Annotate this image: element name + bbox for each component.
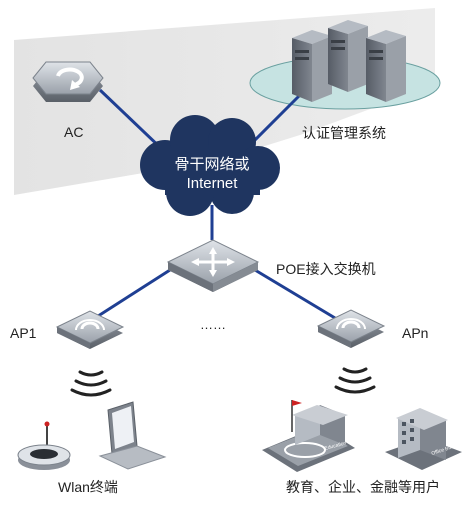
users-label: 教育、企业、金融等用户: [286, 479, 440, 495]
link-poe-apn: [254, 268, 336, 320]
backbone-label-line2: Internet: [186, 175, 238, 192]
laptop-icon: [98, 401, 167, 470]
office-building-icon: Office Building: [385, 408, 463, 470]
auth-system-label: 认证管理系统: [302, 125, 386, 141]
education-sign: Education: [324, 440, 347, 452]
access-point-icon: [55, 310, 125, 349]
wlan-terminal-label: Wlan终端: [58, 479, 118, 495]
ellipsis-label: ……: [200, 317, 226, 332]
ac-label: AC: [64, 124, 84, 140]
poe-switch-label: POE接入交换机: [276, 261, 376, 277]
cloud-icon: [140, 115, 280, 216]
backbone-label-line1: 骨干网络或: [174, 156, 250, 173]
backbone-label: 骨干网络或 Internet: [162, 155, 262, 193]
ap1-label: AP1: [10, 325, 37, 341]
wifi-signal-icon: [70, 370, 112, 397]
poe-switch-icon: [166, 239, 260, 292]
link-poe-ap1: [94, 268, 171, 320]
ac-controller-icon: [32, 61, 104, 102]
server-rack-icon: [292, 20, 406, 102]
access-point-icon: [316, 309, 386, 348]
wifi-signal-icon: [334, 367, 376, 394]
link-ac-backbone: [98, 88, 167, 154]
handheld-terminal-icon: [17, 421, 71, 470]
apn-label: APn: [402, 325, 429, 341]
school-building-icon: Education: [262, 400, 355, 472]
